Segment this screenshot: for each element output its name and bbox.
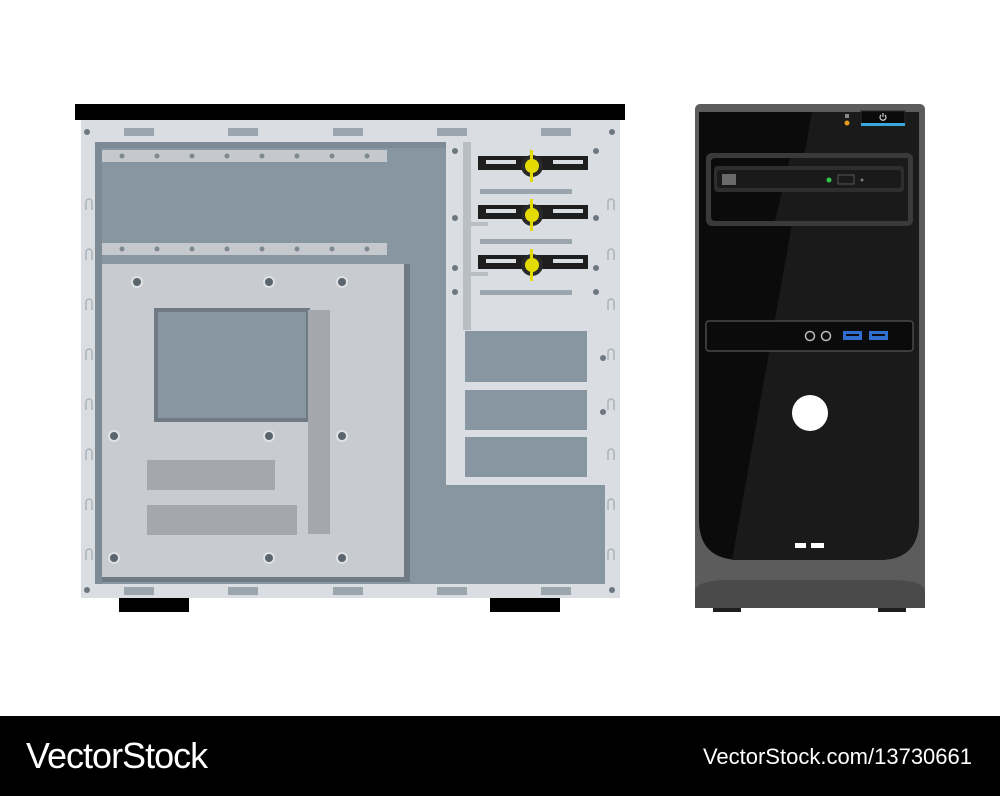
mounting-rail-top — [102, 150, 387, 162]
tower-base — [695, 580, 925, 608]
front-io-panel — [705, 320, 914, 352]
drive-bay-1 — [478, 150, 588, 182]
frame-slots — [124, 128, 571, 595]
audio-jack-icon[interactable] — [820, 330, 832, 342]
tray-strip-1 — [147, 460, 275, 490]
fan-vent-icon — [795, 543, 824, 548]
drive-bay-3 — [478, 249, 588, 281]
optical-drive — [706, 153, 913, 226]
empty-bay-1 — [465, 331, 587, 382]
tray-strip-2 — [147, 505, 297, 535]
brand-logo-text[interactable]: VectorStock — [26, 735, 208, 776]
empty-bay-3 — [465, 437, 587, 477]
tower-computer — [695, 104, 925, 612]
tray-strip-vertical — [308, 310, 330, 534]
drive-led — [826, 177, 832, 183]
audio-jack-icon[interactable] — [804, 330, 816, 342]
image-url-text[interactable]: VectorStock.com/13730661 — [702, 744, 972, 769]
drive-slot — [837, 174, 855, 185]
power-icon — [879, 113, 887, 121]
illustration — [75, 104, 925, 612]
drive-cage — [446, 142, 606, 485]
drive-bay-2 — [478, 199, 588, 231]
case-foot-right — [490, 598, 560, 612]
tray-cutout — [154, 308, 310, 422]
case-foot-left — [119, 598, 189, 612]
open-computer-case — [75, 104, 625, 612]
hdd-led — [844, 120, 850, 126]
footer-bar: VectorStock VectorStock.com/13730661 — [0, 716, 1000, 796]
mounting-rail-middle — [102, 243, 387, 255]
frame-hooks — [85, 198, 615, 560]
screw-icon — [108, 276, 348, 564]
front-round-button[interactable] — [792, 395, 828, 431]
eject-button[interactable] — [722, 174, 736, 185]
screw-icon — [452, 148, 606, 415]
empty-bay-2 — [465, 390, 587, 430]
motherboard-tray — [102, 264, 410, 582]
screw-icon — [84, 129, 615, 593]
case-top-bar — [75, 104, 625, 120]
